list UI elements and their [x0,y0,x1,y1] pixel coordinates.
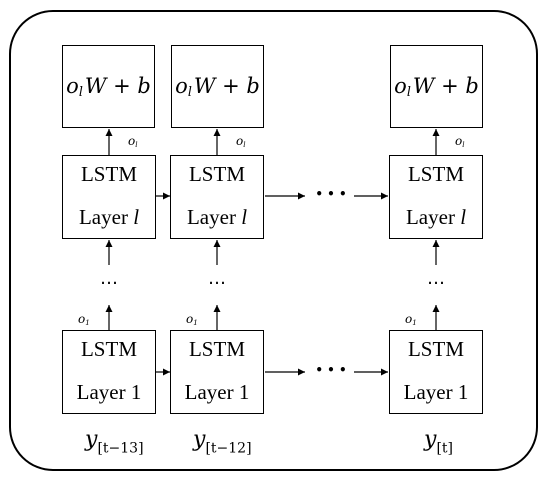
layer-label: Layer 1 [76,380,142,404]
horizontal-ellipsis-top: • • • [315,187,347,201]
vertical-ellipsis-col2: … [208,268,226,289]
o-1-label-col2: o1 [186,312,198,327]
input-label-col1: y[t−13] [85,427,144,457]
vertical-ellipsis-col3: … [427,268,445,289]
horizontal-ellipsis-bottom: • • • [315,363,347,377]
lstm-layer-1-col2: LSTM Layer 1 [170,330,264,414]
layer-label: Layer 1 [403,380,469,404]
lstm-label: LSTM [80,162,137,186]
lstm-layer-l-col3: LSTM Layer l [389,155,483,239]
layer-label: Layer l [186,205,248,229]
lstm-layer-1-col1: LSTM Layer 1 [62,330,156,414]
vertical-ellipsis-col1: … [100,268,118,289]
output-box-col2: olW + b [171,45,264,128]
lstm-layer-l-col1: LSTM Layer l [62,155,156,239]
input-label-col3: y[t] [424,427,453,457]
input-label-col2: y[t−12] [193,427,252,457]
lstm-label: LSTM [188,337,245,361]
diagram-frame [9,10,538,471]
output-box-col3: olW + b [390,45,483,128]
lstm-label: LSTM [188,162,245,186]
output-formula: olW + b [175,73,260,100]
output-box-col1: olW + b [62,45,155,128]
layer-label: Layer l [78,205,140,229]
lstm-layer-1-col3: LSTM Layer 1 [389,330,483,414]
o-l-label-col2: ol [236,134,246,149]
o-l-label-col3: ol [455,134,465,149]
lstm-label: LSTM [407,162,464,186]
layer-label: Layer l [405,205,467,229]
o-1-label-col1: o1 [78,312,90,327]
lstm-layer-l-col2: LSTM Layer l [170,155,264,239]
output-formula: olW + b [66,73,151,100]
layer-label: Layer 1 [184,380,250,404]
o-1-label-col3: o1 [405,312,417,327]
o-l-label-col1: ol [128,134,138,149]
output-formula: olW + b [394,73,479,100]
lstm-label: LSTM [80,337,137,361]
lstm-label: LSTM [407,337,464,361]
